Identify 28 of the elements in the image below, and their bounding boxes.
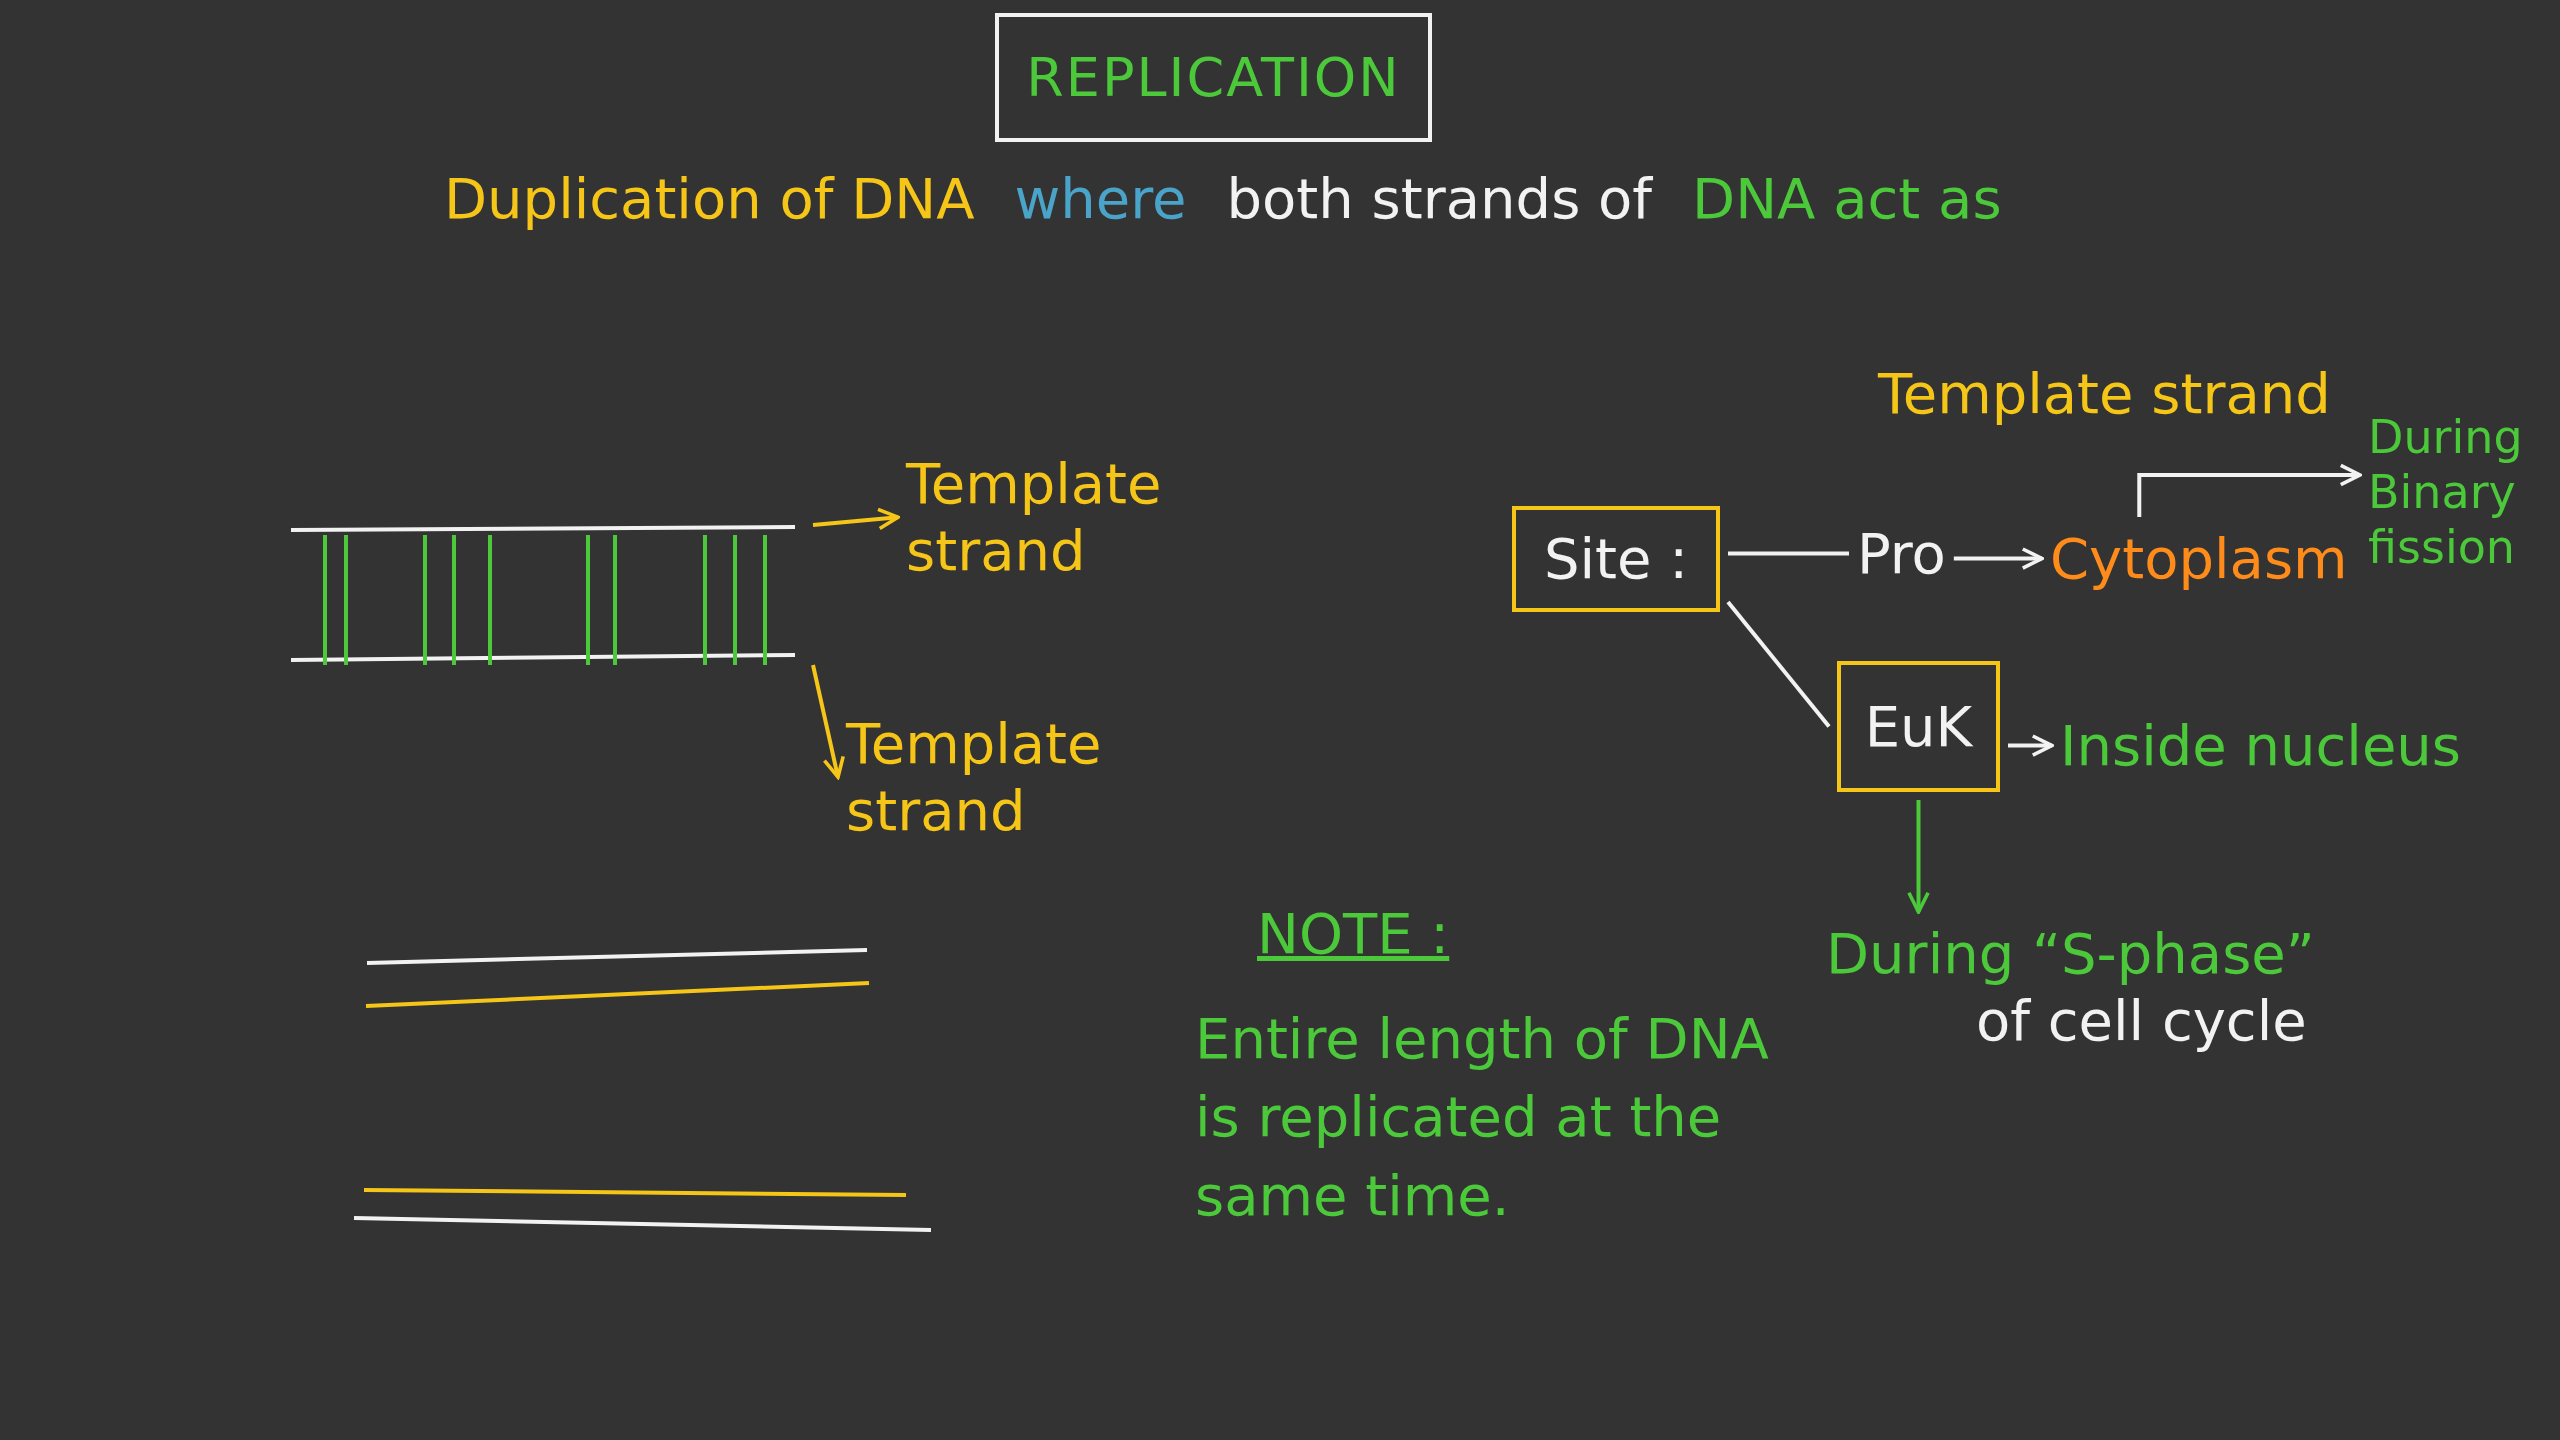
sentence-text: where xyxy=(1014,165,1187,233)
strand-label: Template strand xyxy=(846,710,1106,845)
note-heading: NOTE : xyxy=(1257,900,1450,968)
arrow xyxy=(812,507,900,531)
eukaryote-box xyxy=(1837,661,2000,792)
strand-label: Template strand xyxy=(906,450,1206,585)
location-label: Inside nucleus xyxy=(2060,712,2461,780)
arrow xyxy=(1907,800,1930,914)
site-box xyxy=(1512,506,1720,612)
note-text: Entire length of DNA is replicated at the same time. xyxy=(1195,1005,1770,1230)
sentence-text: Template strand xyxy=(1878,360,2331,428)
title: REPLICATION xyxy=(1026,46,1401,109)
arrow xyxy=(811,664,845,779)
prokaryote-label: Pro xyxy=(1857,520,1946,588)
arrow xyxy=(1953,547,2044,570)
sentence-text: DNA act as xyxy=(1692,165,2002,233)
connector-line xyxy=(1728,551,1849,556)
arrow xyxy=(2008,734,2054,757)
location-label: Cytoplasm xyxy=(2050,525,2348,593)
node-text: During “S-phase” xyxy=(1826,920,2316,988)
sentence-text: Duplication of DNA xyxy=(444,165,975,233)
node-text: of cell cycle xyxy=(1975,987,2308,1055)
connector-line xyxy=(1726,600,1831,728)
condition-label: During Binary fission xyxy=(2368,410,2543,576)
node-text: EuK xyxy=(1864,692,1973,761)
arrow xyxy=(2137,463,2362,517)
node-text: Site : xyxy=(1543,525,1689,593)
sentence-text: both strands of xyxy=(1226,165,1653,233)
